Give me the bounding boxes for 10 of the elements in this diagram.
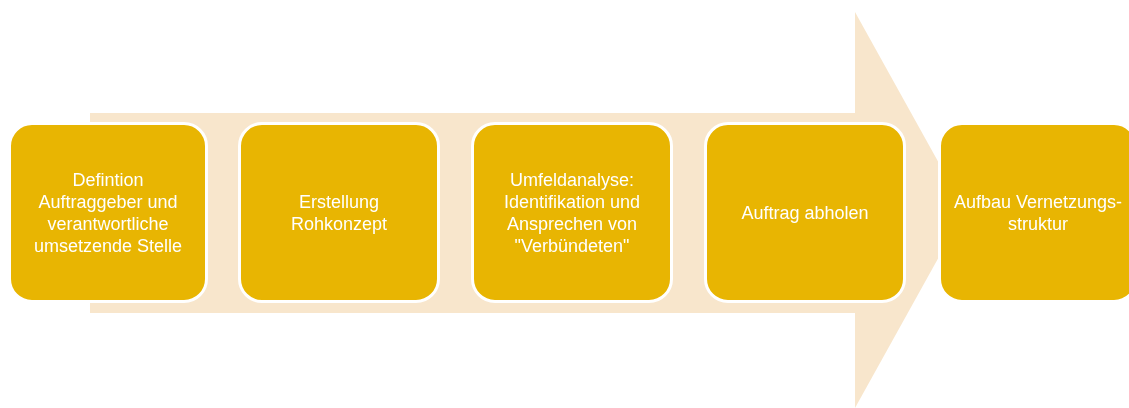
process-step-box (471, 122, 673, 303)
step-text: Defintion Auftraggeber und verantwortliche umsetzende Stelle (32, 168, 184, 257)
step-text: Erstellung Rohkonzept (289, 190, 389, 235)
step-text: Auftrag abholen (741, 201, 869, 224)
process-step-box (704, 122, 906, 303)
process-step-box (938, 122, 1129, 303)
process-step-box (8, 122, 208, 303)
process-step-box (238, 122, 440, 303)
step-text: Umfeldanalyse: Identifikation und Ansprechen von "Verbündeten" (502, 168, 642, 257)
step-text: Aufbau Vernetzungs-struktur (952, 190, 1124, 235)
